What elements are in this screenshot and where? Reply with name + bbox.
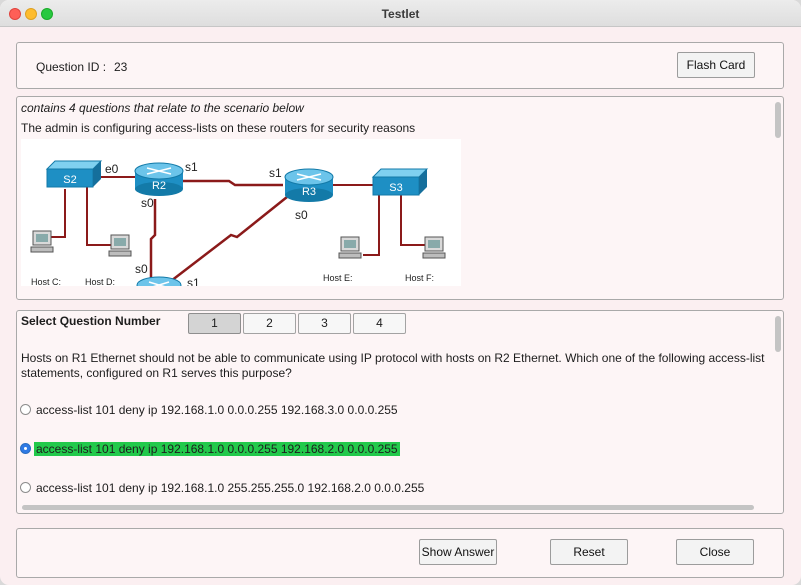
question-number-4-button[interactable]: 4 [353,313,406,334]
host-e-icon [338,236,362,259]
flash-card-button[interactable]: Flash Card [677,52,755,78]
title-bar: Testlet [0,0,801,27]
question-scrollbar-horizontal[interactable] [22,505,754,510]
minimize-window-icon[interactable] [25,8,37,20]
select-question-label: Select Question Number [21,314,161,328]
link-s3-hoste [363,195,380,256]
question-id-value: 23 [114,60,128,74]
question-number-2-button[interactable]: 2 [243,313,296,334]
label-e0: e0 [105,162,119,176]
option-2-radio[interactable] [20,443,31,454]
scenario-text: The admin is configuring access-lists on… [21,121,416,135]
close-window-icon[interactable] [9,8,21,20]
link-s3-hostf [400,195,425,246]
question-number-1-button[interactable]: 1 [188,313,241,334]
option-3-label[interactable]: access-list 101 deny ip 192.168.1.0 255.… [36,481,425,495]
question-text: Hosts on R1 Ethernet should not be able … [21,351,765,380]
host-d-icon [108,234,132,257]
router-r2-label: R2 [152,180,166,192]
network-diagram-svg: S2 R2 R3 S3 [30,160,446,286]
label-bottom-s1: s1 [187,276,200,286]
link-r2-bottom [149,199,157,279]
label-host-e: Host E: [323,273,353,283]
label-host-d: Host D: [85,277,115,286]
router-r3-icon: R3 [284,168,334,202]
router-r1-icon [136,276,182,286]
footer-panel: Show Answer Reset Close [16,528,784,578]
option-1-label[interactable]: access-list 101 deny ip 192.168.1.0 0.0.… [36,403,398,417]
label-host-f: Host F: [405,273,434,283]
maximize-window-icon[interactable] [41,8,53,20]
question-number-3-button[interactable]: 3 [298,313,351,334]
switch-s3-icon: S3 [371,168,429,196]
network-diagram: S2 R2 R3 S3 [21,139,461,286]
switch-s3-label: S3 [389,182,402,194]
label-r3-s0: s0 [295,208,308,222]
router-r3-label: R3 [302,186,316,198]
option-3-radio[interactable] [20,482,31,493]
option-2-label[interactable]: access-list 101 deny ip 192.168.1.0 0.0.… [34,442,400,456]
link-r2-r3 [183,179,283,187]
host-c-icon [30,230,54,253]
label-bottom-s0: s0 [135,262,148,276]
label-r2-s0: s0 [141,196,154,210]
question-scrollbar-vertical[interactable] [775,316,781,352]
switch-s2-icon: S2 [45,160,103,188]
question-id-label: Question ID : [36,60,107,74]
close-button[interactable]: Close [676,539,754,565]
link-s2-hostd [86,187,111,246]
show-answer-button[interactable]: Show Answer [419,539,497,565]
router-r2-icon: R2 [134,162,184,196]
header-panel: Question ID : 23 Flash Card [16,42,784,89]
switch-s2-label: S2 [63,174,76,186]
reset-button[interactable]: Reset [550,539,628,565]
question-panel [16,310,784,514]
label-host-c: Host C: [31,277,61,286]
scenario-scrollbar[interactable] [775,102,781,138]
label-r3-s1: s1 [269,166,282,180]
scenario-intro: contains 4 questions that relate to the … [21,101,304,115]
host-f-icon [422,236,446,259]
link-r3-bottom [170,196,288,282]
label-r2-s1: s1 [185,160,198,174]
option-1-radio[interactable] [20,404,31,415]
link-s2-hostc [43,189,66,238]
window-title: Testlet [381,7,420,21]
